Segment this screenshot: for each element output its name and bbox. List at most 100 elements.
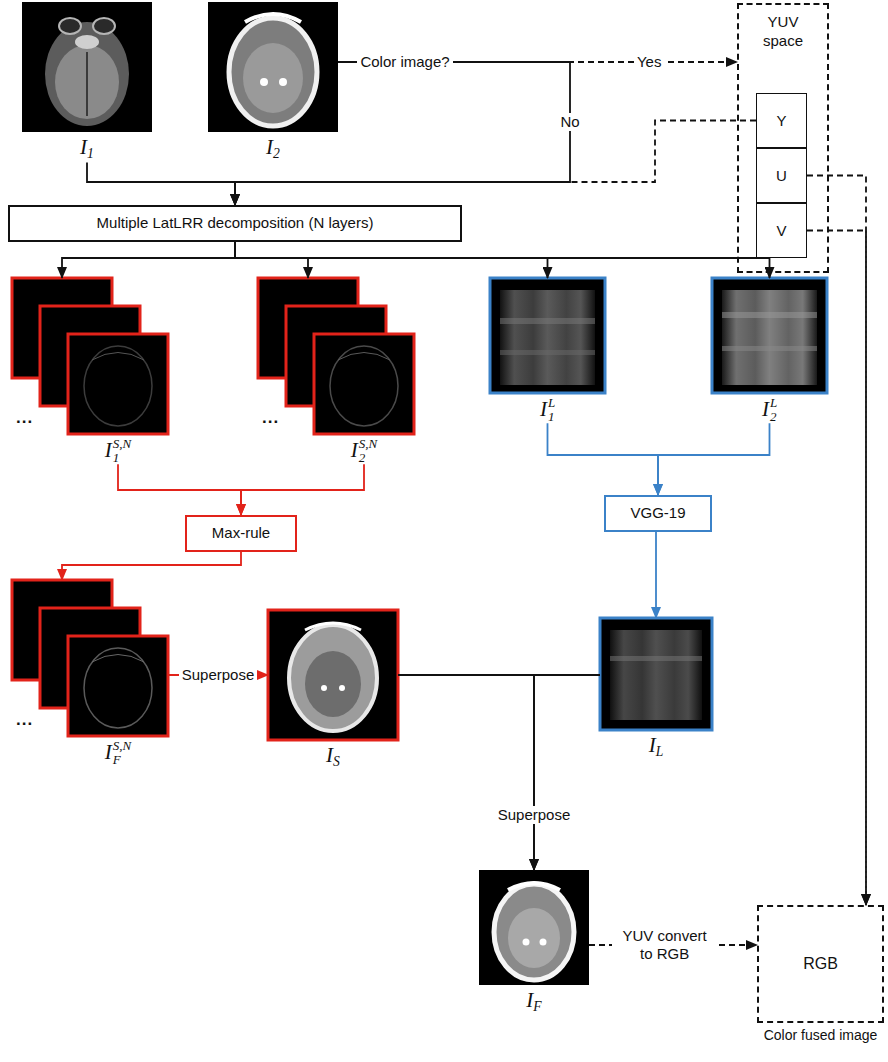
bone: [245, 14, 301, 22]
symbol-superscript: S,N: [359, 437, 377, 451]
image-node: I1L: [490, 278, 605, 423]
connector: [807, 176, 866, 906]
channel-box: Y: [756, 93, 807, 148]
connector: [235, 242, 770, 278]
edge-label: Superpose: [495, 806, 574, 824]
blur-pattern: [610, 656, 702, 661]
symbol-subscript: S: [333, 754, 340, 769]
symbol-superscript: L: [770, 396, 777, 410]
blur-pattern: [610, 630, 702, 720]
skull: [289, 625, 377, 731]
output-label: RGB: [803, 955, 838, 973]
bone: [508, 883, 560, 890]
connector: [62, 552, 241, 580]
branch-question: Color image?: [357, 53, 452, 71]
output-box: RGB Color fused image: [757, 905, 884, 1044]
brain-detail: [86, 52, 88, 116]
brain-tissue: [508, 908, 560, 968]
connector: [235, 121, 756, 206]
fused-image: [479, 870, 589, 985]
color-space-box: Y U V YUV space: [737, 3, 829, 273]
eye: [93, 18, 115, 34]
salient-stack: [12, 278, 168, 434]
faint-outline: [330, 346, 398, 426]
symbol-subscript: L: [656, 744, 664, 759]
fused-low-rank-image: [600, 618, 712, 730]
bright-spot: [260, 78, 268, 86]
symbol-base: I: [649, 733, 656, 757]
edge-label: YUV convert to RGB: [612, 927, 718, 963]
salient-stack: [258, 278, 414, 434]
process-box: Max-rule: [185, 515, 297, 552]
connector: [398, 675, 534, 870]
caption-heading: Color fused image: [757, 1027, 884, 1044]
dashed-box: RGB: [757, 905, 884, 1023]
symbol-subscript: 1: [548, 410, 555, 424]
blur-pattern: [500, 290, 595, 385]
ct-image: [208, 2, 338, 132]
symbol-subscript: 1: [87, 146, 94, 161]
image-ground: [22, 2, 152, 132]
connector: [655, 532, 657, 618]
symbol-subscript: 1: [113, 451, 131, 465]
blue-frame: [600, 618, 712, 730]
ellipsis-mark: ...: [16, 408, 33, 428]
red-frame: [68, 636, 168, 736]
brain-tissue: [55, 45, 119, 119]
symbol-scripts: 1S,N: [113, 437, 131, 464]
process-label: Max-rule: [201, 524, 281, 543]
connector: [235, 62, 570, 205]
symbol-scripts: 1L: [548, 396, 555, 423]
faint-outline: [84, 648, 152, 728]
symbol-base: I: [266, 135, 273, 159]
connector: [658, 423, 770, 495]
faint-outline: [84, 346, 152, 426]
channel-name: V: [776, 222, 786, 239]
low-rank-image: [490, 278, 605, 393]
edge-label: Yes: [634, 53, 664, 71]
faint-outline: [338, 353, 390, 361]
image-stack: I2S,N: [258, 278, 414, 464]
blur-pattern: [722, 312, 817, 318]
symbol-base: I: [105, 438, 112, 462]
image-node: I2L: [712, 278, 827, 423]
image-node: IF: [479, 870, 589, 1015]
symbol-subscript: 2: [359, 451, 377, 465]
image-label: IL: [600, 733, 712, 760]
image-label: IS: [268, 743, 398, 770]
symbol-scripts: FS,N: [113, 739, 131, 766]
bone: [305, 623, 361, 630]
symbol-superscript: S,N: [113, 437, 131, 451]
bright-spot: [540, 939, 547, 946]
connector: [235, 242, 548, 278]
brain-outline: [45, 22, 129, 126]
edge-label: No: [557, 113, 582, 131]
mri-image: [22, 2, 152, 132]
symbol-scripts: 2S,N: [359, 437, 377, 464]
process-box: VGG-19: [604, 495, 712, 532]
fused-salient-stack: [12, 580, 168, 736]
process-box: Multiple LatLRR decomposition (N layers): [8, 205, 462, 242]
skull: [229, 18, 317, 126]
channel-name: Y: [776, 112, 786, 129]
box-heading: YUV space: [751, 13, 815, 51]
image-label: I1L: [490, 396, 605, 423]
image-ground: [208, 2, 338, 132]
symbol-base: I: [105, 740, 112, 764]
brain-tissue: [243, 43, 303, 113]
blur-pattern: [500, 350, 595, 355]
ellipsis-mark: ...: [16, 710, 33, 730]
channel-name: U: [776, 167, 787, 184]
blue-frame: [712, 278, 827, 393]
connector: [235, 242, 308, 278]
symbol-subscript: F: [113, 753, 131, 767]
image-label: I1: [22, 135, 152, 162]
blur-pattern: [500, 318, 595, 324]
symbol-base: I: [762, 397, 769, 421]
connector: [62, 242, 235, 278]
connector: [548, 423, 659, 495]
image-ground: [479, 870, 589, 985]
